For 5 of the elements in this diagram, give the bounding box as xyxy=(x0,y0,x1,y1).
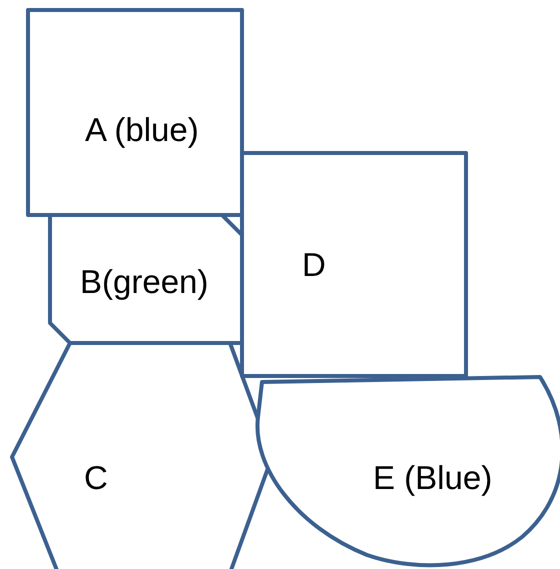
shape-label: B(green) xyxy=(80,262,210,302)
shape-label: D xyxy=(302,245,327,285)
shape-label: E (Blue) xyxy=(373,458,494,498)
shape-label: A (blue) xyxy=(85,110,200,150)
shape-label: C xyxy=(84,458,109,498)
